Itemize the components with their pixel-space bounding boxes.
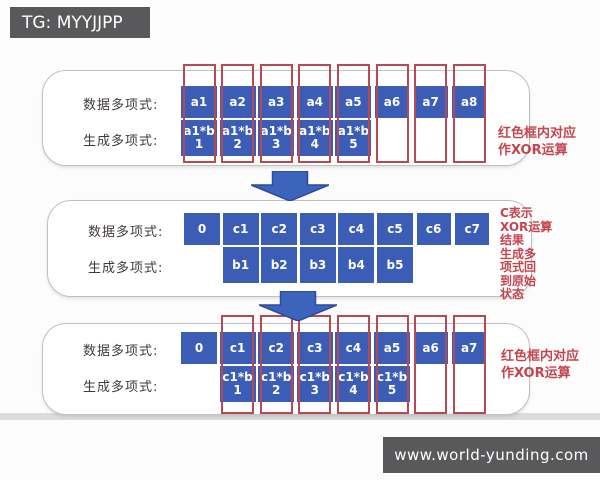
polynomial-cell: 0: [181, 332, 217, 364]
polynomial-cell: c7: [455, 213, 490, 245]
polynomial-cell: c1: [219, 332, 256, 364]
watermark-tag-top: TG: MYYJJPP: [10, 7, 150, 38]
polynomial-cell: b4: [338, 247, 375, 283]
row-label-data-polynomial: 数据多项式:: [88, 224, 164, 240]
polynomial-cell: c6: [416, 213, 451, 245]
xor-highlight-box: [375, 64, 409, 163]
watermark-site-bottom: www.world-yunding.com: [383, 437, 600, 473]
polynomial-cell: a5: [335, 86, 372, 118]
polynomial-cell: b5: [377, 247, 413, 283]
polynomial-cell: a8: [452, 86, 487, 118]
polynomial-cell: a1*b 3: [258, 120, 295, 156]
polynomial-cell: a6: [413, 332, 448, 364]
polynomial-cell: c1*b 4: [335, 366, 372, 402]
xor-highlight-box: [452, 315, 486, 414]
polynomial-cell: a7: [413, 86, 448, 118]
xor-highlight-box: [414, 315, 448, 414]
down-arrow-icon: [251, 171, 329, 201]
xor-highlight-box: [221, 315, 255, 414]
xor-highlight-box: [414, 64, 448, 163]
row-label-generator-polynomial: 生成多项式:: [83, 379, 159, 395]
down-arrow-icon: [259, 291, 337, 321]
xor-highlight-box: [375, 315, 409, 414]
polynomial-cell: a3: [258, 86, 295, 118]
annotation-note: C表示 XOR运算 结果 生成多 项式回 到原始 状态: [500, 206, 553, 301]
polynomial-cell: a1*b 1: [181, 120, 217, 156]
polynomial-cell: c1*b 5: [374, 366, 410, 402]
annotation-note: 红色框内对应 作XOR运算: [501, 349, 580, 381]
xor-highlight-box: [336, 64, 370, 163]
xor-highlight-box: [221, 64, 255, 163]
polynomial-cell: b1: [222, 247, 259, 283]
annotation-note: 红色框内对应 作XOR运算: [498, 126, 577, 158]
row-label-data-polynomial: 数据多项式:: [83, 97, 159, 113]
xor-highlight-box: [259, 315, 293, 414]
polynomial-cell: a6: [375, 86, 409, 118]
polynomial-cell: c3: [296, 332, 333, 364]
polynomial-cell: a1*b 4: [296, 120, 333, 156]
xor-highlight-box: [182, 64, 216, 163]
polynomial-cell: c2: [258, 332, 295, 364]
bottom-gray-strip: [0, 413, 600, 420]
polynomial-cell: a1*b 2: [219, 120, 256, 156]
row-label-generator-polynomial: 生成多项式:: [88, 260, 164, 276]
polynomial-cell: a1: [181, 86, 217, 118]
xor-highlight-box: [298, 315, 332, 414]
polynomial-cell: c1: [222, 213, 259, 245]
xor-highlight-box: [298, 64, 332, 163]
polynomial-cell: a5: [374, 332, 410, 364]
xor-highlight-box: [452, 64, 486, 163]
polynomial-cell: a4: [296, 86, 333, 118]
xor-highlight-box: [336, 315, 370, 414]
polynomial-cell: c4: [335, 332, 372, 364]
row-label-generator-polynomial: 生成多项式:: [83, 133, 159, 149]
polynomial-cell: b2: [261, 247, 298, 283]
polynomial-cell: c4: [338, 213, 375, 245]
polynomial-cell: c1*b 3: [296, 366, 333, 402]
polynomial-cell: c1*b 1: [219, 366, 256, 402]
polynomial-cell: a2: [219, 86, 256, 118]
polynomial-cell: a1*b 5: [335, 120, 372, 156]
polynomial-cell: 0: [184, 213, 220, 245]
polynomial-cell: c1*b 2: [258, 366, 295, 402]
polynomial-cell: c5: [377, 213, 413, 245]
polynomial-cell: b3: [299, 247, 336, 283]
row-label-data-polynomial: 数据多项式:: [83, 343, 159, 359]
polynomial-cell: c2: [261, 213, 298, 245]
polynomial-cell: a7: [452, 332, 487, 364]
polynomial-cell: c3: [299, 213, 336, 245]
xor-highlight-box: [259, 64, 293, 163]
